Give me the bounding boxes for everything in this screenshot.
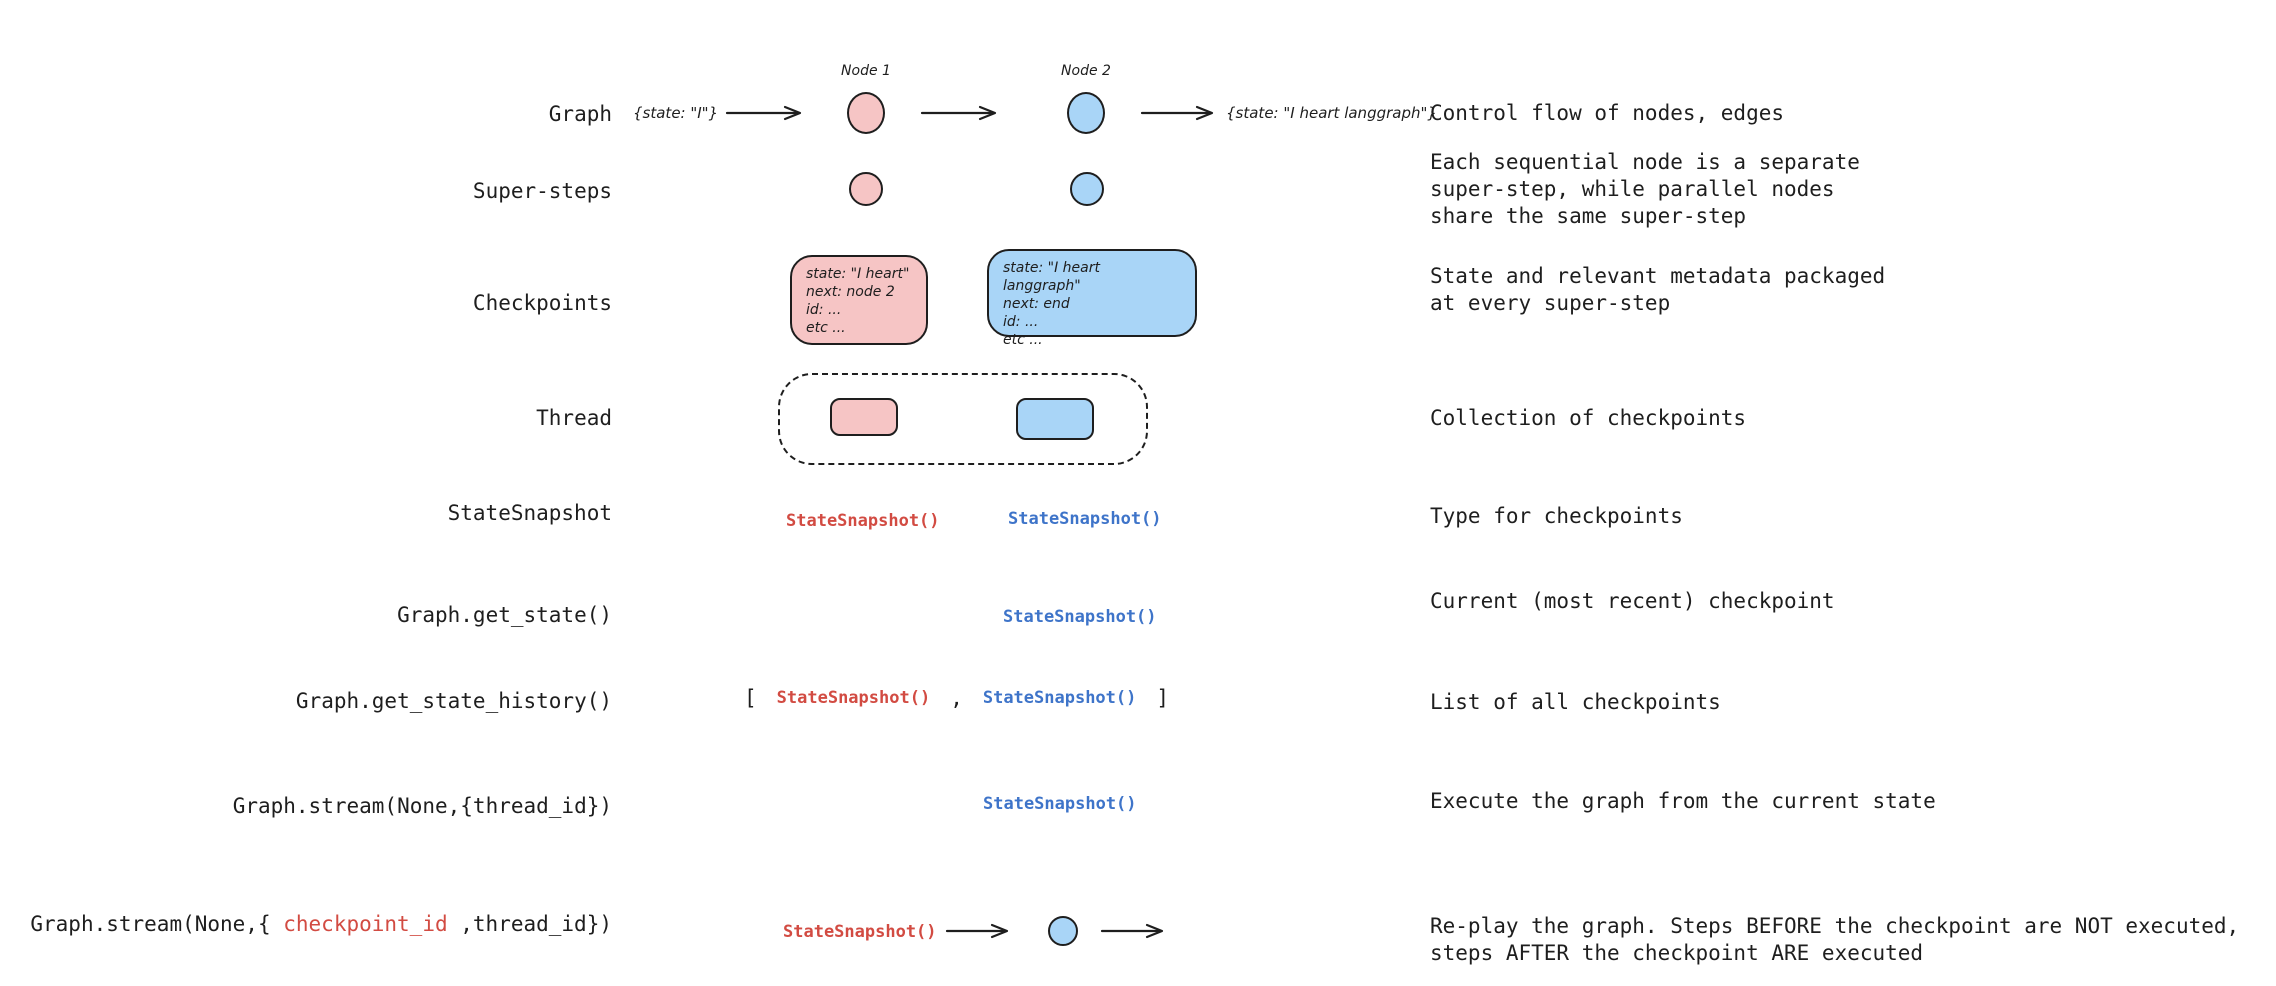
desc-super-steps: Each sequential node is a separate super… [1430,150,1860,228]
row-label-stream-checkpoint: Graph.stream(None,{ checkpoint_id ,threa… [0,911,612,938]
snapshot-list: [ StateSnapshot() , StateSnapshot() ] [744,686,1169,710]
checkpoint-box-pink: state: "I heart" next: node 2 id: ... et… [790,255,928,345]
history-snapshot-blue: StateSnapshot() [982,688,1137,708]
thread-dashed-box [778,373,1148,465]
node1-label: Node 1 [841,63,891,79]
statesnapshot-red: StateSnapshot() [786,511,940,531]
history-snapshot-red: StateSnapshot() [776,688,931,708]
checkpoint-box-blue: state: "I heart langgraph" next: end id:… [987,249,1197,348]
row-label-get-state: Graph.get_state() [397,603,612,627]
statesnapshot-blue: StateSnapshot() [1008,509,1162,529]
row-label-checkpoints: Checkpoints [472,291,612,315]
node2-circle [1067,92,1105,134]
desc-get-state-history: List of all checkpoints [1430,690,1721,714]
thread-pink-rect [830,398,898,436]
replay-snapshot-red: StateSnapshot() [783,922,937,942]
arrow-icon [1100,923,1164,939]
list-comma: , [950,686,963,710]
graph-input-state: {state: "I"} [633,104,719,122]
desc-stream-checkpoint: Re-play the graph. Steps BEFORE the chec… [1430,914,2240,965]
bracket-close: ] [1156,686,1170,710]
desc-thread: Collection of checkpoints [1430,406,1747,430]
stream-snapshot: StateSnapshot() [983,794,1137,814]
row-label-super-steps: Super-steps [472,179,612,203]
desc-statesnapshot: Type for checkpoints [1430,504,1683,528]
row-label-statesnapshot: StateSnapshot [447,501,612,525]
label-post: ,thread_id}) [447,912,612,936]
thread-blue-rect [1016,398,1094,440]
super-step-pink-circle [849,172,883,206]
arrow-icon [945,923,1009,939]
desc-stream-thread: Execute the graph from the current state [1430,789,1936,813]
get-state-snapshot: StateSnapshot() [1003,607,1157,627]
graph-output-state: {state: "I heart langgraph"} [1226,104,1437,122]
bracket-open: [ [744,686,757,710]
desc-checkpoints: State and relevant metadata packaged at … [1430,264,1886,315]
row-label-stream-thread: Graph.stream(None,{thread_id}) [232,794,612,818]
replay-blue-circle [1048,916,1078,946]
super-step-blue-circle [1070,172,1104,206]
node2-label: Node 2 [1061,63,1111,79]
row-label-graph: Graph [548,102,612,126]
arrow-icon [725,105,802,121]
label-checkpoint-id: checkpoint_id [283,912,448,936]
row-label-thread: Thread [536,406,612,430]
row-label-get-state-history: Graph.get_state_history() [295,689,612,713]
desc-graph: Control flow of nodes, edges [1430,101,1785,125]
node1-circle [847,92,885,134]
arrow-icon [920,105,997,121]
desc-get-state: Current (most recent) checkpoint [1430,589,1835,613]
arrow-icon [1140,105,1214,121]
label-pre: Graph.stream(None,{ [30,912,284,936]
